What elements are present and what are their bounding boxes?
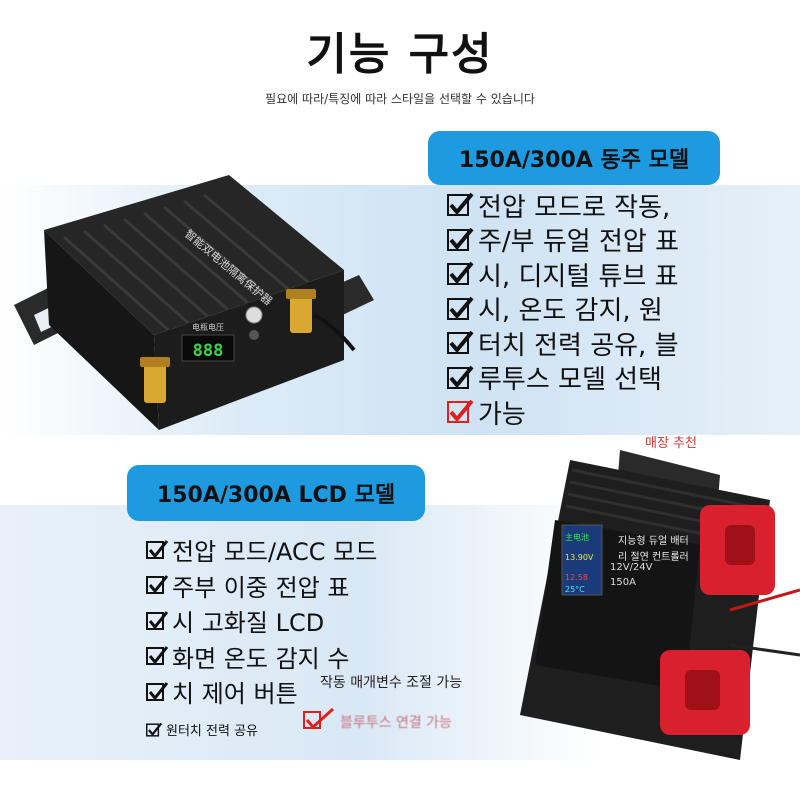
list-item: 화면 온도 감지 수: [146, 639, 377, 675]
list-item: 전압 모드/ACC 모드: [146, 532, 377, 568]
feature-text: 주부 이중 전압 표: [172, 573, 350, 602]
checkmark-icon: [446, 365, 474, 391]
feature-text: 주/부 듀얼 전압 표: [478, 227, 679, 258]
list-item: 시 고화질 LCD: [146, 603, 377, 639]
svg-text:主电池: 主电池: [565, 532, 589, 542]
feature-text: 원터치 전력 공유: [166, 724, 258, 739]
svg-text:电瓶电压: 电瓶电压: [192, 322, 224, 332]
parameter-adjust-overlay: 작동 매개변수 조절 가능: [320, 675, 463, 691]
page-title: 기능 구성: [306, 29, 494, 80]
feature-text: 치 제어 버튼: [172, 680, 298, 709]
device-overlay-line: 지능형 듀얼 배터: [618, 536, 689, 547]
feature-text: 전압 모드/ACC 모드: [172, 538, 378, 567]
list-item: 전압 모드로 작동,: [446, 188, 679, 223]
page-subtitle: 필요에 따라/특징에 따라 스타일을 선택할 수 있습니다: [265, 92, 535, 106]
feature-text: 시, 온도 감지, 원: [478, 296, 663, 327]
checkmark-icon: [446, 330, 474, 356]
device-image-150a-300a: 智能双电池隔离保护器 888 电瓶电压: [14, 175, 384, 435]
section2-feature-list: 전압 모드/ACC 모드 주부 이중 전압 표 시 고화질 LCD 화면 온도 …: [146, 532, 377, 750]
bluetooth-overlay: 블루투스 연결 가능: [340, 715, 452, 731]
section2-badge: 150A/300A LCD 모델: [127, 465, 425, 521]
section1-feature-list: 전압 모드로 작동, 주/부 듀얼 전압 표 시, 디지털 튜브 표 시, 온도…: [446, 188, 679, 430]
feature-text: 전압 모드로 작동,: [478, 192, 671, 223]
list-item: 치 제어 버튼: [146, 674, 377, 710]
feature-text: 화면 온도 감지 수: [172, 644, 350, 673]
list-item: 시, 온도 감지, 원: [446, 292, 679, 327]
red-checkmark-icon: [446, 399, 474, 425]
lcd-reading: 13.90V: [565, 553, 594, 562]
feature-text: 가능: [478, 399, 526, 430]
svg-text:12V/24V: 12V/24V: [610, 562, 653, 573]
device-overlay-line: 리 절연 컨트롤러: [618, 552, 689, 563]
feature-text: 시, 디지털 튜브 표: [478, 261, 679, 292]
red-checkmark-icon: [303, 707, 335, 730]
list-item: 주부 이중 전압 표: [146, 568, 377, 604]
list-item: 루투스 모델 선택: [446, 361, 679, 396]
checkmark-icon: [146, 539, 168, 561]
svg-text:150A: 150A: [610, 577, 636, 588]
device-image-lcd-model: 主电池 13.90V 12.58 25°C 12V/24V 150A 지능형 듀…: [500, 440, 800, 760]
list-item: 시, 디지털 튜브 표: [446, 257, 679, 292]
lcd-reading: 25°C: [565, 585, 585, 594]
checkmark-icon: [146, 645, 168, 667]
store-recommend-overlay: 매장 추천: [645, 436, 697, 451]
checkmark-icon: [446, 261, 474, 287]
checkmark-icon: [146, 574, 168, 596]
list-item: 주/부 듀얼 전압 표: [446, 223, 679, 258]
checkmark-icon: [146, 610, 168, 632]
feature-text: 시 고화질 LCD: [172, 609, 325, 638]
checkmark-icon: [446, 227, 474, 253]
checkmark-icon: [446, 192, 474, 218]
feature-text: 루투스 모델 선택: [478, 365, 662, 396]
lcd-reading: 12.58: [565, 573, 588, 582]
feature-text: 터치 전력 공유, 블: [478, 330, 679, 361]
checkmark-icon: [146, 722, 162, 738]
list-item: 터치 전력 공유, 블: [446, 326, 679, 361]
list-item: 원터치 전력 공유: [146, 710, 377, 750]
section1-badge: 150A/300A 동주 모델: [428, 131, 720, 185]
device-digit-display: 888: [193, 341, 224, 361]
list-item: 가능: [446, 395, 679, 430]
checkmark-icon: [146, 681, 168, 703]
checkmark-icon: [446, 296, 474, 322]
